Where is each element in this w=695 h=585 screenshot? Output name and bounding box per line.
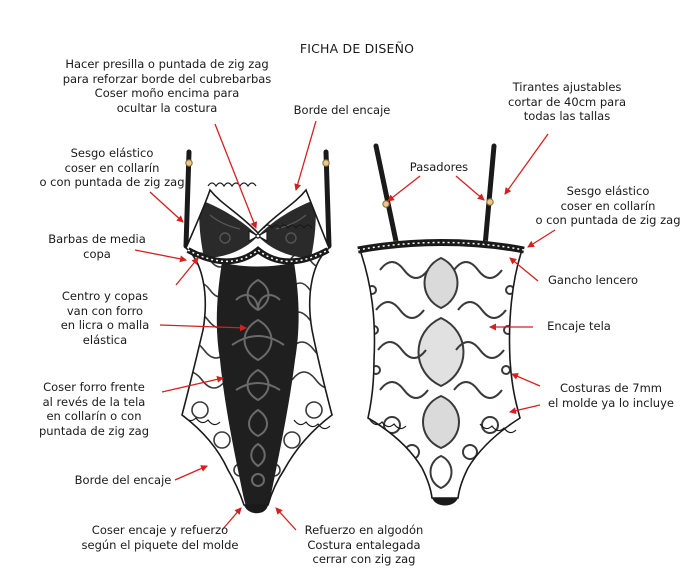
callout-arrows [134, 120, 556, 531]
arrow-costuras-2 [509, 404, 541, 415]
arrow-coser-encaje [221, 507, 242, 531]
arrow-presilla [214, 123, 258, 229]
front-strap-left [183, 149, 192, 249]
arrow-centro-copas [159, 324, 247, 332]
front-strap-right [323, 149, 332, 249]
label-pasadores: Pasadores [409, 160, 469, 174]
arrow-pasadores-right [455, 175, 485, 201]
arrow-refuerzo [275, 507, 297, 531]
back-strap-right [482, 143, 497, 249]
arrow-tirantes [504, 133, 549, 195]
arrow-pasadores-left [387, 175, 421, 202]
back-gusset [432, 498, 458, 506]
front-cup-left [199, 200, 258, 258]
label-gancho: Gancho lencero [547, 273, 639, 287]
arrow-sesgo-left [149, 191, 184, 223]
label-borde-encaje-bottom: Borde del encaje [74, 473, 172, 487]
arrow-borde-encaje-top [294, 120, 317, 191]
front-cup-right [258, 200, 316, 258]
label-encaje-tela: Encaje tela [547, 319, 611, 333]
back-strap-left [373, 143, 400, 249]
front-gusset [244, 505, 268, 514]
arrow-sesgo-right [527, 229, 556, 248]
arrow-gancho [509, 257, 539, 282]
front-elastic-band [186, 246, 330, 265]
sheet-title: FICHA DE DISEÑO [299, 41, 415, 56]
arrow-barbas-1 [134, 249, 187, 263]
front-view [181, 149, 333, 514]
arrow-coser-forro [161, 375, 224, 393]
arrow-costuras-1 [511, 373, 541, 387]
front-bow [248, 229, 268, 243]
back-elastic-band [357, 239, 525, 254]
arrow-barbas-2 [175, 257, 199, 286]
label-borde-encaje-top: Borde del encaje [293, 103, 391, 117]
arrow-borde-encaje-bottom [174, 465, 208, 481]
back-view [357, 143, 525, 506]
